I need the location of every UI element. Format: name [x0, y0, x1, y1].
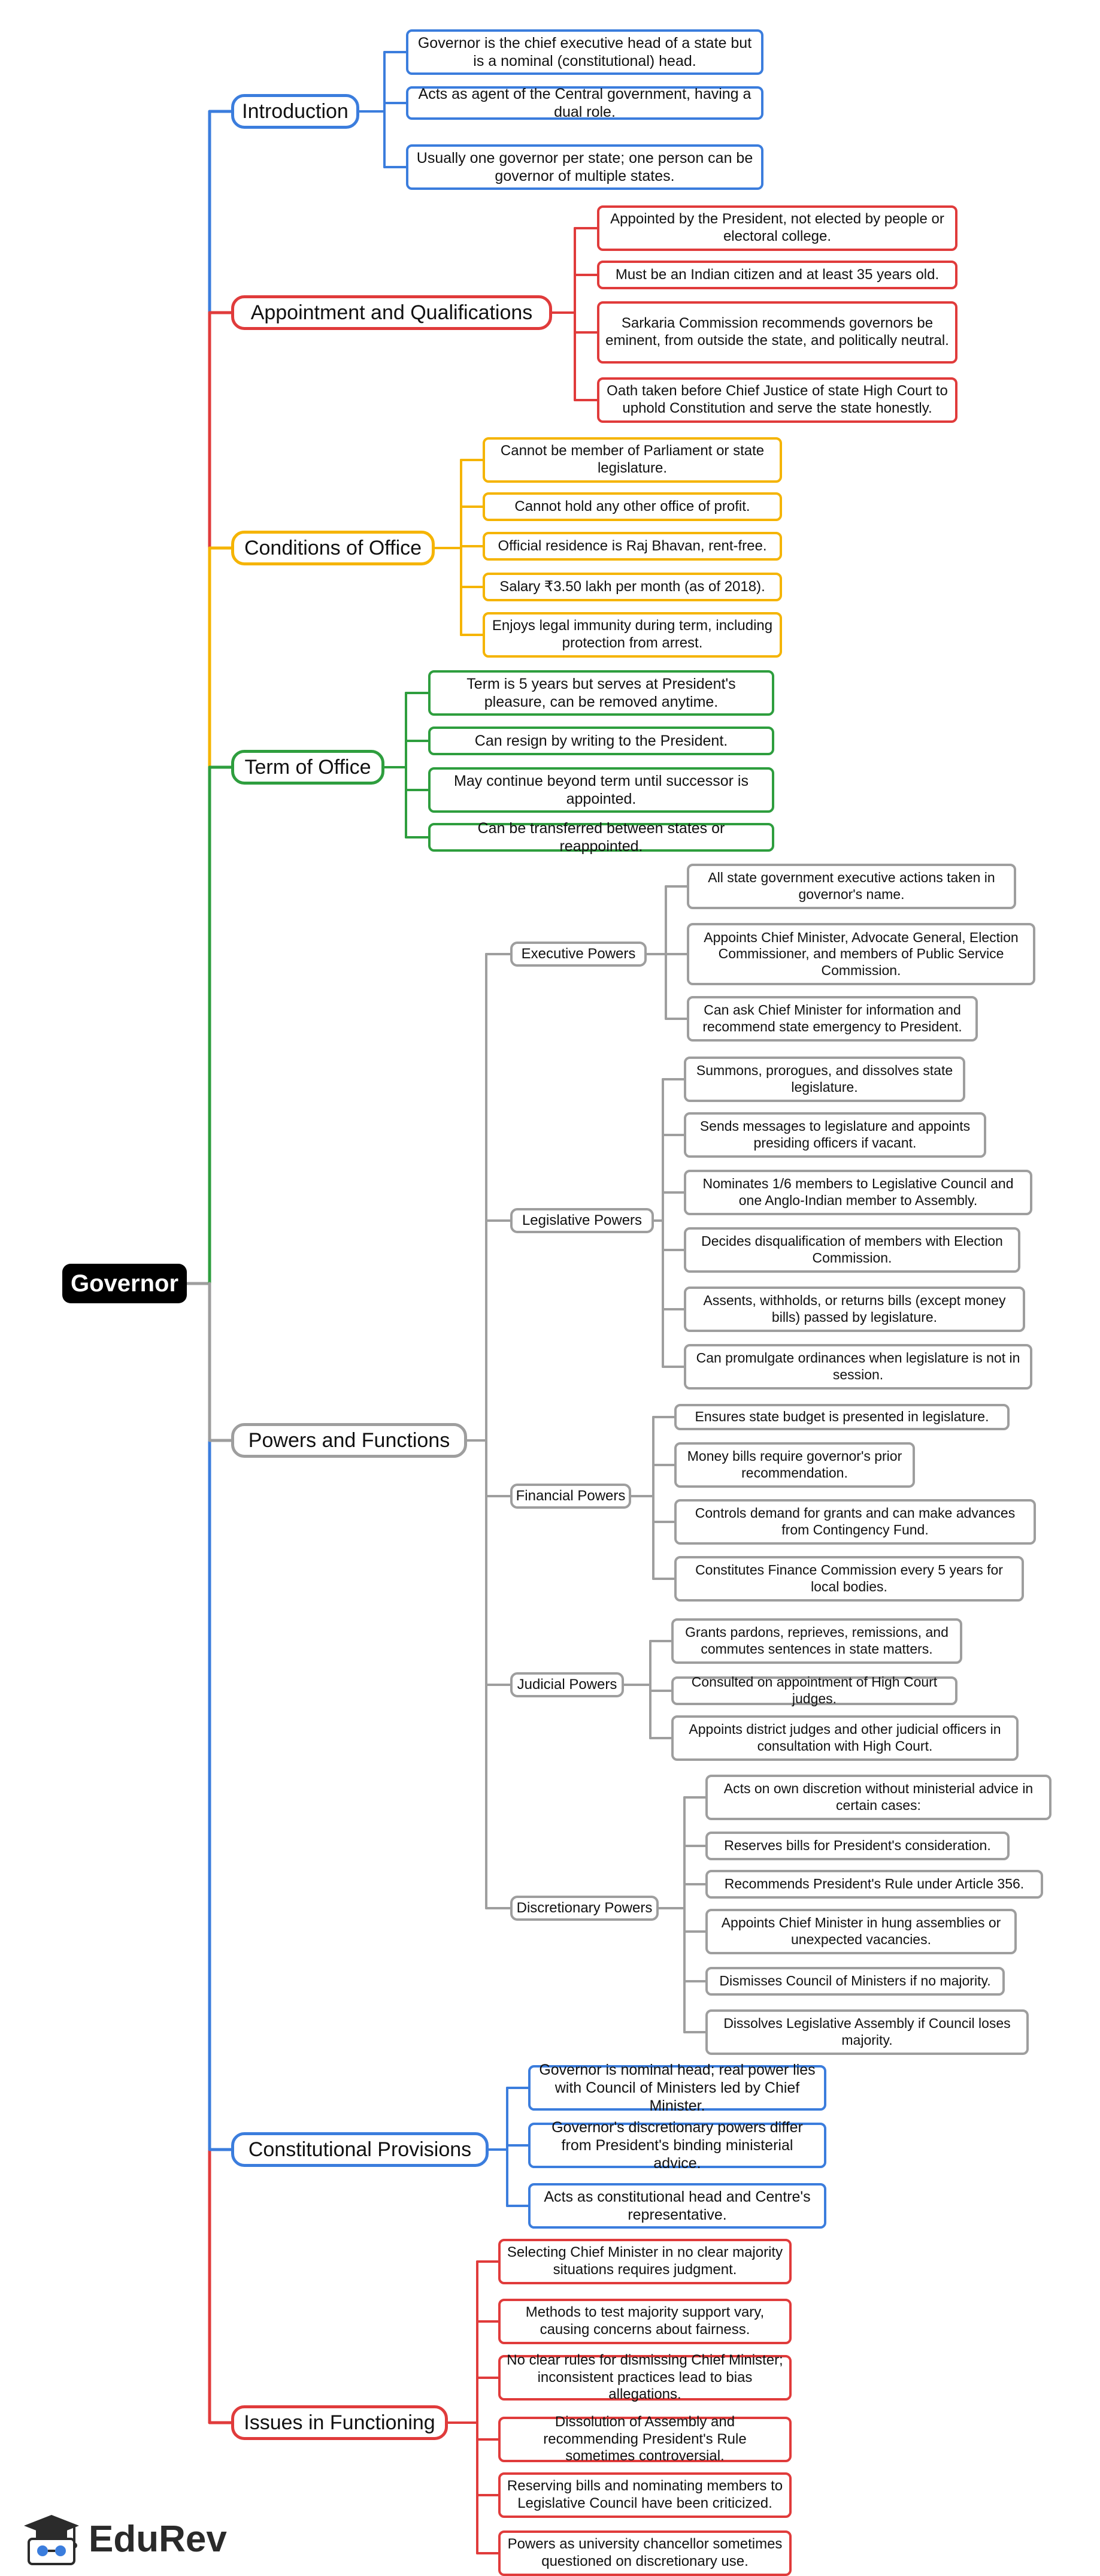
leaf-node: Summons, prorogues, and dissolves state … — [684, 1057, 965, 1102]
branch-constitutional-provisions: Constitutional Provisions — [231, 2132, 489, 2167]
leaf-node: Governor is the chief executive head of … — [406, 29, 763, 75]
leaf-node: Appointed by the President, not elected … — [597, 205, 957, 251]
brand-name: EduRev — [89, 2518, 227, 2560]
branch-appointment-and-qualifications: Appointment and Qualifications — [231, 295, 552, 330]
leaf-node: Governor is nominal head; real power lie… — [528, 2062, 826, 2114]
leaf-node: Dissolution of Assembly and recommending… — [498, 2414, 792, 2464]
leaf-node: Consulted on appointment of High Court j… — [671, 1674, 957, 1706]
edurev-logo: EduRev — [23, 2513, 227, 2565]
sub-branch-legislative-powers: Legislative Powers — [510, 1208, 654, 1233]
leaf-node: Money bills require governor's prior rec… — [674, 1442, 915, 1488]
leaf-node: Can ask Chief Minister for information a… — [687, 996, 978, 1042]
graduation-cap-logo-icon — [24, 2515, 79, 2565]
branch-term-of-office: Term of Office — [231, 750, 384, 785]
branch-powers-and-functions: Powers and Functions — [231, 1423, 467, 1458]
leaf-node: All state government executive actions t… — [687, 864, 1016, 909]
leaf-node: Sarkaria Commission recommends governors… — [597, 301, 957, 364]
leaf-node: Cannot hold any other office of profit. — [483, 492, 782, 521]
leaf-node: Must be an Indian citizen and at least 3… — [597, 261, 957, 289]
leaf-node: Constitutes Finance Commission every 5 y… — [674, 1556, 1024, 1602]
leaf-node: Oath taken before Chief Justice of state… — [597, 377, 957, 423]
branch-conditions-of-office: Conditions of Office — [231, 531, 435, 565]
leaf-node: No clear rules for dismissing Chief Mini… — [498, 2352, 792, 2402]
leaf-node: Controls demand for grants and can make … — [674, 1499, 1036, 1545]
leaf-node: Governor's discretionary powers differ f… — [528, 2119, 826, 2172]
sub-branch-financial-powers: Financial Powers — [510, 1484, 631, 1509]
branch-issues-in-functioning: Issues in Functioning — [231, 2405, 448, 2440]
leaf-node: Acts as constitutional head and Centre's… — [528, 2183, 826, 2229]
leaf-node: Acts as agent of the Central government,… — [406, 86, 763, 120]
leaf-node: Appoints Chief Minister, Advocate Genera… — [687, 923, 1035, 985]
leaf-node: Reserves bills for President's considera… — [705, 1832, 1010, 1860]
leaf-node: Assents, withholds, or returns bills (ex… — [684, 1287, 1025, 1332]
branch-introduction: Introduction — [231, 94, 359, 129]
leaf-node: Nominates 1/6 members to Legislative Cou… — [684, 1170, 1032, 1215]
leaf-node: Ensures state budget is presented in leg… — [674, 1404, 1010, 1430]
leaf-node: Enjoys legal immunity during term, inclu… — [483, 612, 782, 658]
leaf-node: Selecting Chief Minister in no clear maj… — [498, 2239, 792, 2284]
leaf-node: Powers as university chancellor sometime… — [498, 2530, 792, 2576]
leaf-node: Usually one governor per state; one pers… — [406, 144, 763, 190]
leaf-node: Salary ₹3.50 lakh per month (as of 2018)… — [483, 573, 782, 601]
leaf-node: Cannot be member of Parliament or state … — [483, 437, 782, 483]
leaf-node: Decides disqualification of members with… — [684, 1227, 1020, 1273]
leaf-node: Official residence is Raj Bhavan, rent-f… — [483, 532, 782, 561]
leaf-node: Reserving bills and nominating members t… — [498, 2472, 792, 2518]
sub-branch-judicial-powers: Judicial Powers — [510, 1672, 624, 1697]
leaf-node: Can be transferred between states or rea… — [428, 820, 774, 855]
leaf-node: Dissolves Legislative Assembly if Counci… — [705, 2009, 1029, 2055]
leaf-node: Sends messages to legislature and appoin… — [684, 1112, 986, 1158]
leaf-node: Appoints Chief Minister in hung assembli… — [705, 1909, 1017, 1954]
sub-branch-executive-powers: Executive Powers — [510, 942, 647, 967]
leaf-node: May continue beyond term until successor… — [428, 767, 774, 813]
leaf-node: Can promulgate ordinances when legislatu… — [684, 1344, 1032, 1390]
leaf-node: Dismisses Council of Ministers if no maj… — [705, 1967, 1005, 1996]
leaf-node: Methods to test majority support vary, c… — [498, 2299, 792, 2344]
sub-branch-discretionary-powers: Discretionary Powers — [510, 1896, 659, 1921]
leaf-node: Term is 5 years but serves at President'… — [428, 670, 774, 716]
leaf-node: Acts on own discretion without ministeri… — [705, 1775, 1051, 1820]
leaf-node: Appoints district judges and other judic… — [671, 1715, 1019, 1761]
leaf-node: Recommends President's Rule under Articl… — [705, 1870, 1043, 1899]
root-node: Governor — [62, 1264, 187, 1303]
leaf-node: Can resign by writing to the President. — [428, 727, 774, 755]
leaf-node: Grants pardons, reprieves, remissions, a… — [671, 1618, 962, 1664]
